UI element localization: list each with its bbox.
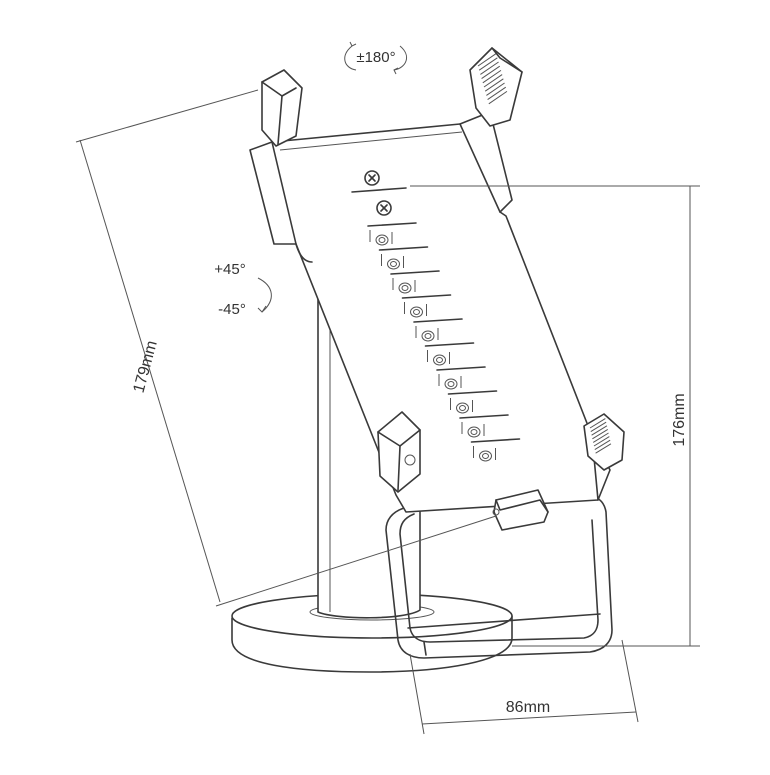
clamp-bottom-right <box>583 413 625 471</box>
tilt-arrow-icon <box>257 277 272 313</box>
slot-row <box>367 222 417 246</box>
slot-row <box>413 318 463 342</box>
adjustment-slots <box>351 170 521 462</box>
height-label: 176mm <box>671 393 688 446</box>
clamp-top-right <box>469 47 523 127</box>
depth-label: 179mm <box>131 339 161 395</box>
slot-row <box>459 414 509 438</box>
dimension-179mm <box>75 89 497 607</box>
cradle-plate <box>249 111 611 513</box>
slot-row <box>436 366 486 390</box>
clamp-top-left <box>261 69 303 147</box>
tilt-up-label: +45° <box>214 261 245 278</box>
clamp-bottom-left <box>377 411 421 493</box>
rotation-label: ±180° <box>356 49 395 66</box>
rotate-180-arrow-icon <box>344 41 408 75</box>
slot-row <box>390 270 440 294</box>
slot-row <box>470 438 521 462</box>
width-label: 86mm <box>506 699 550 716</box>
screw-icon <box>364 170 380 186</box>
tilt-down-label: -45° <box>218 301 246 318</box>
dimension-176mm <box>410 185 700 647</box>
screw-icon <box>376 200 392 216</box>
lock-bracket <box>385 495 613 659</box>
slot-row <box>378 246 429 270</box>
slot-row <box>401 294 452 318</box>
dimension-86mm <box>409 639 639 735</box>
slot-row <box>447 390 498 414</box>
slot-row <box>424 342 475 366</box>
clamp-bottom-center <box>492 489 549 531</box>
